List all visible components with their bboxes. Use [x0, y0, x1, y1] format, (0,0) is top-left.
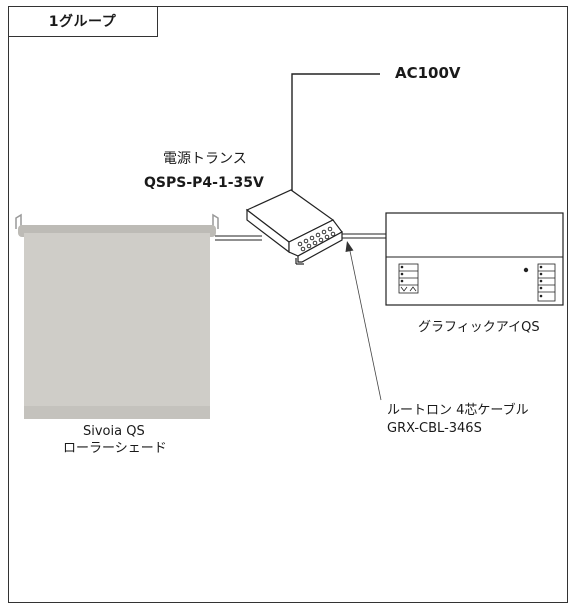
cable-name: ルートロン 4芯ケーブル	[387, 403, 529, 418]
cable-leader-line	[349, 250, 382, 401]
keypad-name: グラフィックアイQS	[418, 320, 540, 335]
power-line	[291, 73, 380, 194]
keypad-image	[385, 212, 564, 306]
shade-hem-bar	[24, 406, 210, 419]
cable-model: GRX-CBL-346S	[387, 421, 482, 436]
group-label-tab: 1グループ	[8, 6, 158, 37]
outer-frame	[8, 6, 568, 603]
shade-fabric	[24, 233, 210, 419]
power-label: AC100V	[395, 64, 461, 82]
transformer-image	[245, 189, 343, 265]
shade-model: Sivoia QS	[83, 424, 145, 439]
cable-leader-arrow	[345, 241, 354, 252]
shade-type: ローラーシェード	[63, 441, 167, 456]
group-label: 1グループ	[48, 14, 117, 30]
transformer-model: QSPS-P4-1-35V	[144, 175, 264, 191]
cable-transformer-to-keypad	[338, 233, 386, 239]
transformer-name: 電源トランス	[163, 151, 247, 167]
roller-shade-image	[15, 213, 219, 419]
cable-shade-to-transformer	[215, 235, 262, 241]
